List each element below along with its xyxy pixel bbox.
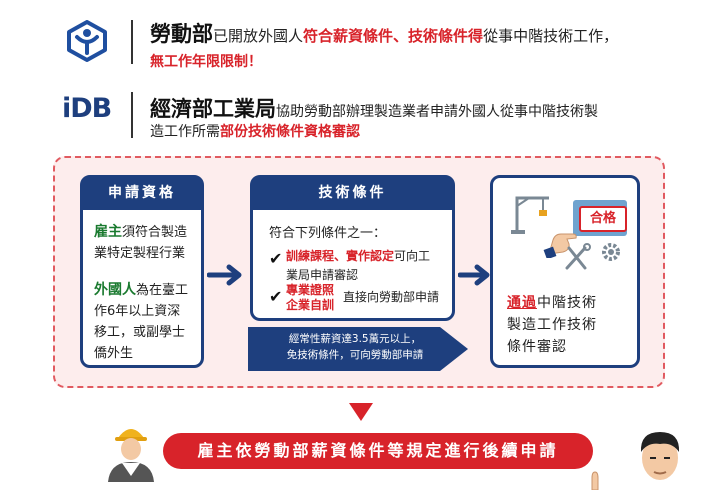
person-avatar bbox=[640, 432, 680, 480]
moea-statement-line2: 造工作所需部份技術條件資格審認 bbox=[150, 121, 360, 141]
arrow-right-icon bbox=[207, 264, 242, 286]
qualification-title: 申請資格 bbox=[83, 178, 201, 210]
approval-text-b: 製造工作技術 bbox=[507, 317, 597, 333]
hand-pointer-icon bbox=[591, 471, 599, 490]
worker-avatar bbox=[108, 429, 154, 482]
salary-banner bbox=[248, 327, 468, 371]
idb-logo-text: iDB bbox=[62, 93, 112, 124]
bottom-banner: 雇主依勞動部薪資條件等規定進行後續申請 bbox=[163, 433, 593, 469]
mol-agency-name: 勞動部 bbox=[150, 22, 213, 46]
mol-statement: 勞動部已開放外國人符合薪資條件、技術條件得從事中階技術工作， bbox=[150, 18, 618, 48]
divider bbox=[131, 92, 133, 138]
hand-icon bbox=[543, 233, 577, 258]
foreigner-text-b: 作6年以上資深 bbox=[94, 304, 181, 319]
moea-statement-line1: 經濟部工業局協助勞動部辦理製造業者申請外國人從事中階技術製 bbox=[150, 93, 598, 123]
moea-text-2a: 造工作所需 bbox=[150, 124, 220, 140]
moea-highlight: 部份技術條件資格審認 bbox=[220, 124, 360, 140]
mol-text-post: 從事中階技術工作， bbox=[483, 27, 619, 45]
technical-card: 技術條件 符合下列條件之一： ✔ 訓練課程、實作認定可向工 業局申請審認 ✔ 專… bbox=[250, 175, 455, 321]
arrow-right-icon bbox=[458, 264, 490, 286]
technical-intro: 符合下列條件之一： bbox=[269, 226, 387, 241]
crane-icon bbox=[511, 196, 549, 234]
approval-pass-word: 通過 bbox=[507, 295, 537, 311]
pass-badge: 合格 bbox=[579, 206, 627, 232]
mol-highlight-tech: 技術條件得 bbox=[408, 27, 484, 45]
approval-text: 通過中階技術 製造工作技術 條件審認 bbox=[507, 292, 637, 358]
divider bbox=[131, 20, 133, 64]
technical-title: 技術條件 bbox=[253, 178, 452, 210]
salary-note-line2: 免技術條件，可向勞動部申請 bbox=[286, 349, 424, 361]
gear-icon bbox=[602, 243, 620, 261]
salary-note: 經常性薪資達3.5萬元以上， 免技術條件，可向勞動部申請 bbox=[250, 331, 460, 363]
salary-note-line1: 經常性薪資達3.5萬元以上， bbox=[288, 333, 422, 345]
tools-icon bbox=[565, 243, 591, 270]
option1-text-a: 可向工 bbox=[394, 249, 431, 263]
foreigner-label: 外國人 bbox=[94, 282, 136, 298]
idb-logo: iDB bbox=[62, 93, 112, 124]
option2-red-a: 專業證照 bbox=[286, 283, 335, 297]
check-icon: ✔ bbox=[269, 249, 283, 268]
arrow-down-icon bbox=[349, 403, 373, 421]
foreigner-text-d: 僑外生 bbox=[94, 346, 134, 361]
foreigner-text-a: 為在臺工 bbox=[136, 283, 189, 298]
ministry-of-labor-logo bbox=[67, 20, 107, 62]
option1-red: 訓練課程、實作認定 bbox=[286, 249, 395, 263]
option2-red-b: 企業自訓 bbox=[286, 298, 335, 312]
pass-badge-text: 合格 bbox=[589, 211, 616, 226]
approval-text-c: 條件審認 bbox=[507, 339, 567, 355]
mol-separator: 、 bbox=[393, 27, 409, 45]
technical-option-1: 訓練課程、實作認定可向工 業局申請審認 bbox=[286, 247, 456, 285]
moea-text-1: 協助勞動部辦理製造業者申請外國人從事中階技術製 bbox=[276, 104, 598, 120]
mol-text-pre: 已開放外國人 bbox=[213, 27, 304, 45]
option2-text: 直接向勞動部申請 bbox=[343, 290, 440, 304]
approval-text-a: 中階技術 bbox=[537, 295, 597, 311]
option1-text-b: 業局申請審認 bbox=[286, 268, 359, 282]
employer-requirement: 雇主須符合製造 業特定製程行業 bbox=[94, 222, 198, 264]
qualification-card: 申請資格 雇主須符合製造 業特定製程行業 外國人為在臺工 作6年以上資深 移工，… bbox=[80, 175, 204, 368]
employer-text-a: 須符合製造 bbox=[122, 225, 188, 240]
approval-card: 合格 通過中階技術 製造工作技術 條件審認 bbox=[490, 175, 640, 368]
foreigner-text-c: 移工，或副學士 bbox=[94, 325, 186, 340]
technical-option-2: 專業證照 企業自訓 bbox=[286, 283, 456, 313]
mol-highlight-salary: 符合薪資條件 bbox=[303, 27, 394, 45]
check-icon: ✔ bbox=[269, 287, 283, 306]
employer-label: 雇主 bbox=[94, 224, 122, 240]
moea-agency-name: 經濟部工業局 bbox=[150, 97, 276, 121]
mol-emphasis: 無工作年限限制！ bbox=[150, 54, 262, 70]
foreigner-requirement: 外國人為在臺工 作6年以上資深 移工，或副學士 僑外生 bbox=[94, 280, 202, 364]
employer-text-b: 業特定製程行業 bbox=[94, 246, 186, 261]
